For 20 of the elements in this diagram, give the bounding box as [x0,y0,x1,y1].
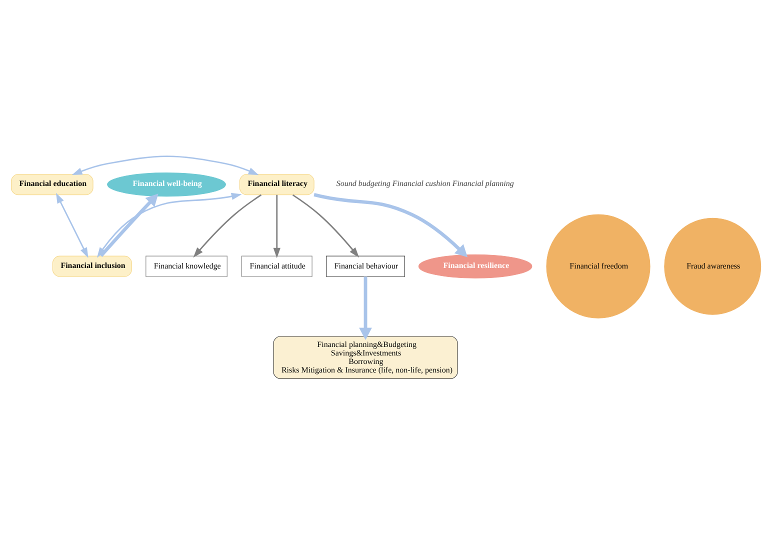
arrow [314,193,468,258]
arrow [359,276,372,340]
node-box: Financial education [10,174,94,196]
node-box: Financial behaviour [326,256,405,277]
node-circle: Financial freedom [546,214,650,318]
node-box: Financial inclusion [52,256,132,277]
arrow [193,194,262,258]
node-box: Financial knowledge [146,256,228,277]
node-box: Financial attitude [241,256,312,277]
node-ellipse: Financial resilience [418,254,532,278]
node-box: Financial literacy [239,174,314,196]
arrow [100,194,158,258]
arrow [56,192,88,258]
label: Sound budgeting Financial cushion Financial planning [336,179,514,188]
node-ellipse: Financial well-being [107,172,226,197]
arrow [273,194,280,258]
node-circle: Fraud awareness [664,218,762,315]
arrow [72,156,259,176]
node-box: Financial planning&Budgeting Savings&Investments Borrowing Risks Mitigation & Insurance (life, non-life, pension) [273,336,458,379]
arrow [292,194,360,258]
